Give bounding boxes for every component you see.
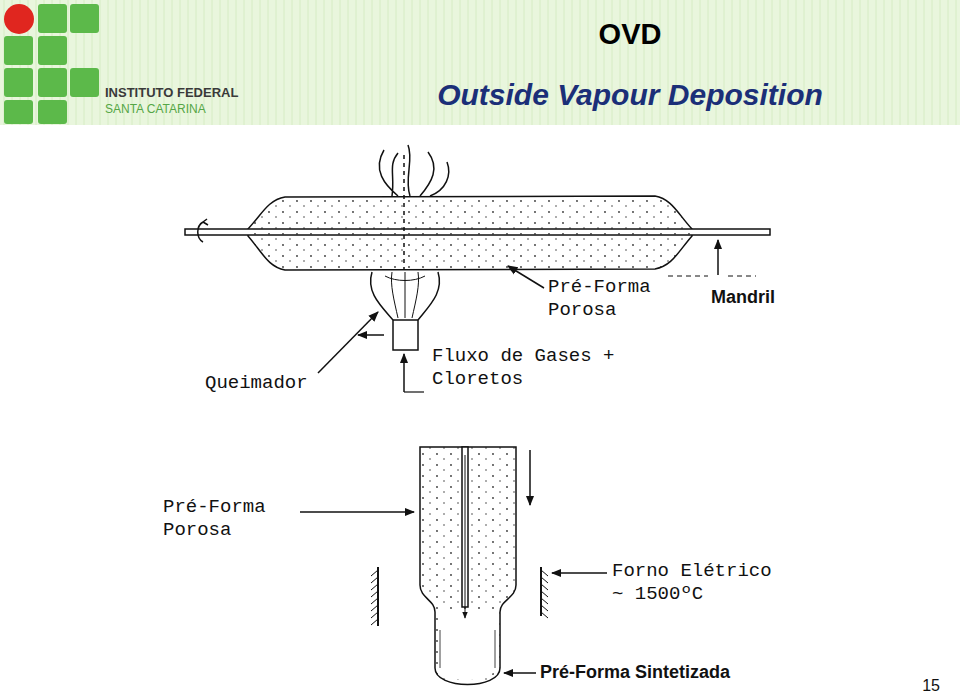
flame-bulb bbox=[371, 272, 440, 320]
institution-state: SANTA CATARINA bbox=[105, 102, 305, 116]
gas-flow-arrow bbox=[403, 354, 405, 392]
burner-axis bbox=[403, 155, 405, 270]
leader-porous bbox=[300, 511, 414, 513]
leader-furnace bbox=[552, 572, 607, 574]
slide-title: OVD bbox=[560, 17, 700, 52]
flame-top bbox=[379, 145, 448, 196]
part-label: Mandril bbox=[711, 287, 821, 309]
leader-preform bbox=[508, 266, 544, 288]
slide-subtitle: Outside Vapour Deposition bbox=[380, 77, 880, 113]
flow-label: Fluxo de Gases + Cloretos bbox=[432, 345, 632, 391]
rotation-arrow bbox=[198, 222, 203, 242]
leader-burner bbox=[318, 312, 378, 373]
header-texture bbox=[0, 0, 960, 125]
institution-name: INSTITUTO FEDERAL bbox=[105, 85, 305, 101]
logo bbox=[4, 4, 99, 124]
part-label: Pré-Forma Porosa bbox=[163, 496, 283, 542]
mandrel-rod bbox=[185, 229, 770, 235]
leader-sintered bbox=[504, 672, 536, 674]
porous-preform bbox=[248, 196, 692, 270]
furnace-label: Forno Elétrico ~ 1500ºC bbox=[612, 560, 790, 606]
leader-mandrel bbox=[717, 240, 719, 275]
descent-arrow bbox=[529, 450, 531, 505]
part-label: Pré-Forma Porosa bbox=[548, 276, 668, 322]
part-label: Queimador bbox=[205, 372, 345, 395]
furnace-wall-left bbox=[377, 567, 379, 626]
header-band bbox=[0, 0, 960, 125]
traverse-arrow bbox=[358, 334, 384, 336]
vertical-preform bbox=[420, 447, 516, 685]
burner-nozzle bbox=[393, 320, 418, 350]
page-number: 15 bbox=[880, 676, 940, 695]
part-label: Pré-Forma Sintetizada bbox=[540, 662, 820, 684]
